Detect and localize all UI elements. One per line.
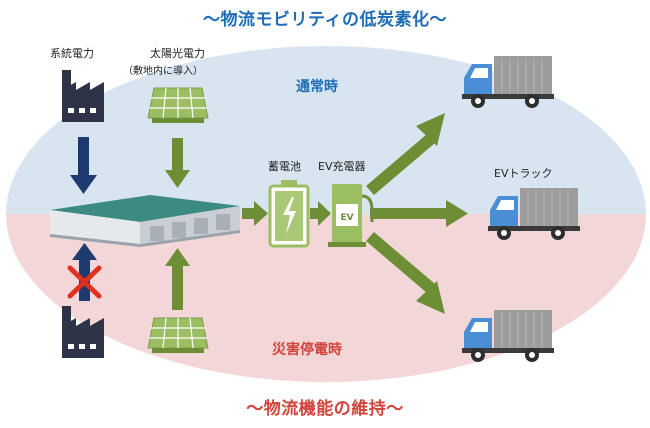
grid-power-label: 系統電力 <box>50 47 94 60</box>
flow-arrow-to-battery <box>242 201 268 226</box>
charger-label: EV充電器 <box>318 160 366 173</box>
ev-charger-icon <box>328 184 374 247</box>
warehouse-icon <box>50 195 240 247</box>
solar-note-label: （敷地内に導入） <box>123 66 203 77</box>
flow-arrow-to-truck-top <box>366 113 445 195</box>
title-bottom: ～物流機能の維持～ <box>246 399 404 419</box>
charger-mark: EV <box>340 213 353 223</box>
truck-icon <box>462 56 554 108</box>
factory-icon <box>62 70 104 122</box>
solar-supply-arrow-top <box>165 138 190 188</box>
cross-icon <box>67 265 102 299</box>
title-top: ～物流モビリティの低炭素化～ <box>203 10 447 30</box>
solar-panel-icon <box>147 87 209 123</box>
solar-panel-icon <box>147 317 209 353</box>
flow-arrow-to-truck-bottom <box>366 232 445 314</box>
mode-normal-label: 通常時 <box>296 79 338 95</box>
mode-disaster-label: 災害停電時 <box>272 342 342 358</box>
ev-truck-label: EVトラック <box>494 167 553 180</box>
solar-supply-arrow-bottom <box>165 248 190 310</box>
grid-supply-arrow <box>70 137 97 194</box>
truck-icon <box>462 310 554 362</box>
factory-icon <box>62 306 104 358</box>
battery-icon <box>268 180 310 248</box>
solar-power-label: 太陽光電力 <box>150 47 205 60</box>
flow-arrow-to-charger <box>310 201 331 226</box>
flow-arrow-to-truck-middle <box>370 200 468 227</box>
battery-label: 蓄電池 <box>268 160 301 173</box>
truck-icon <box>488 188 580 240</box>
